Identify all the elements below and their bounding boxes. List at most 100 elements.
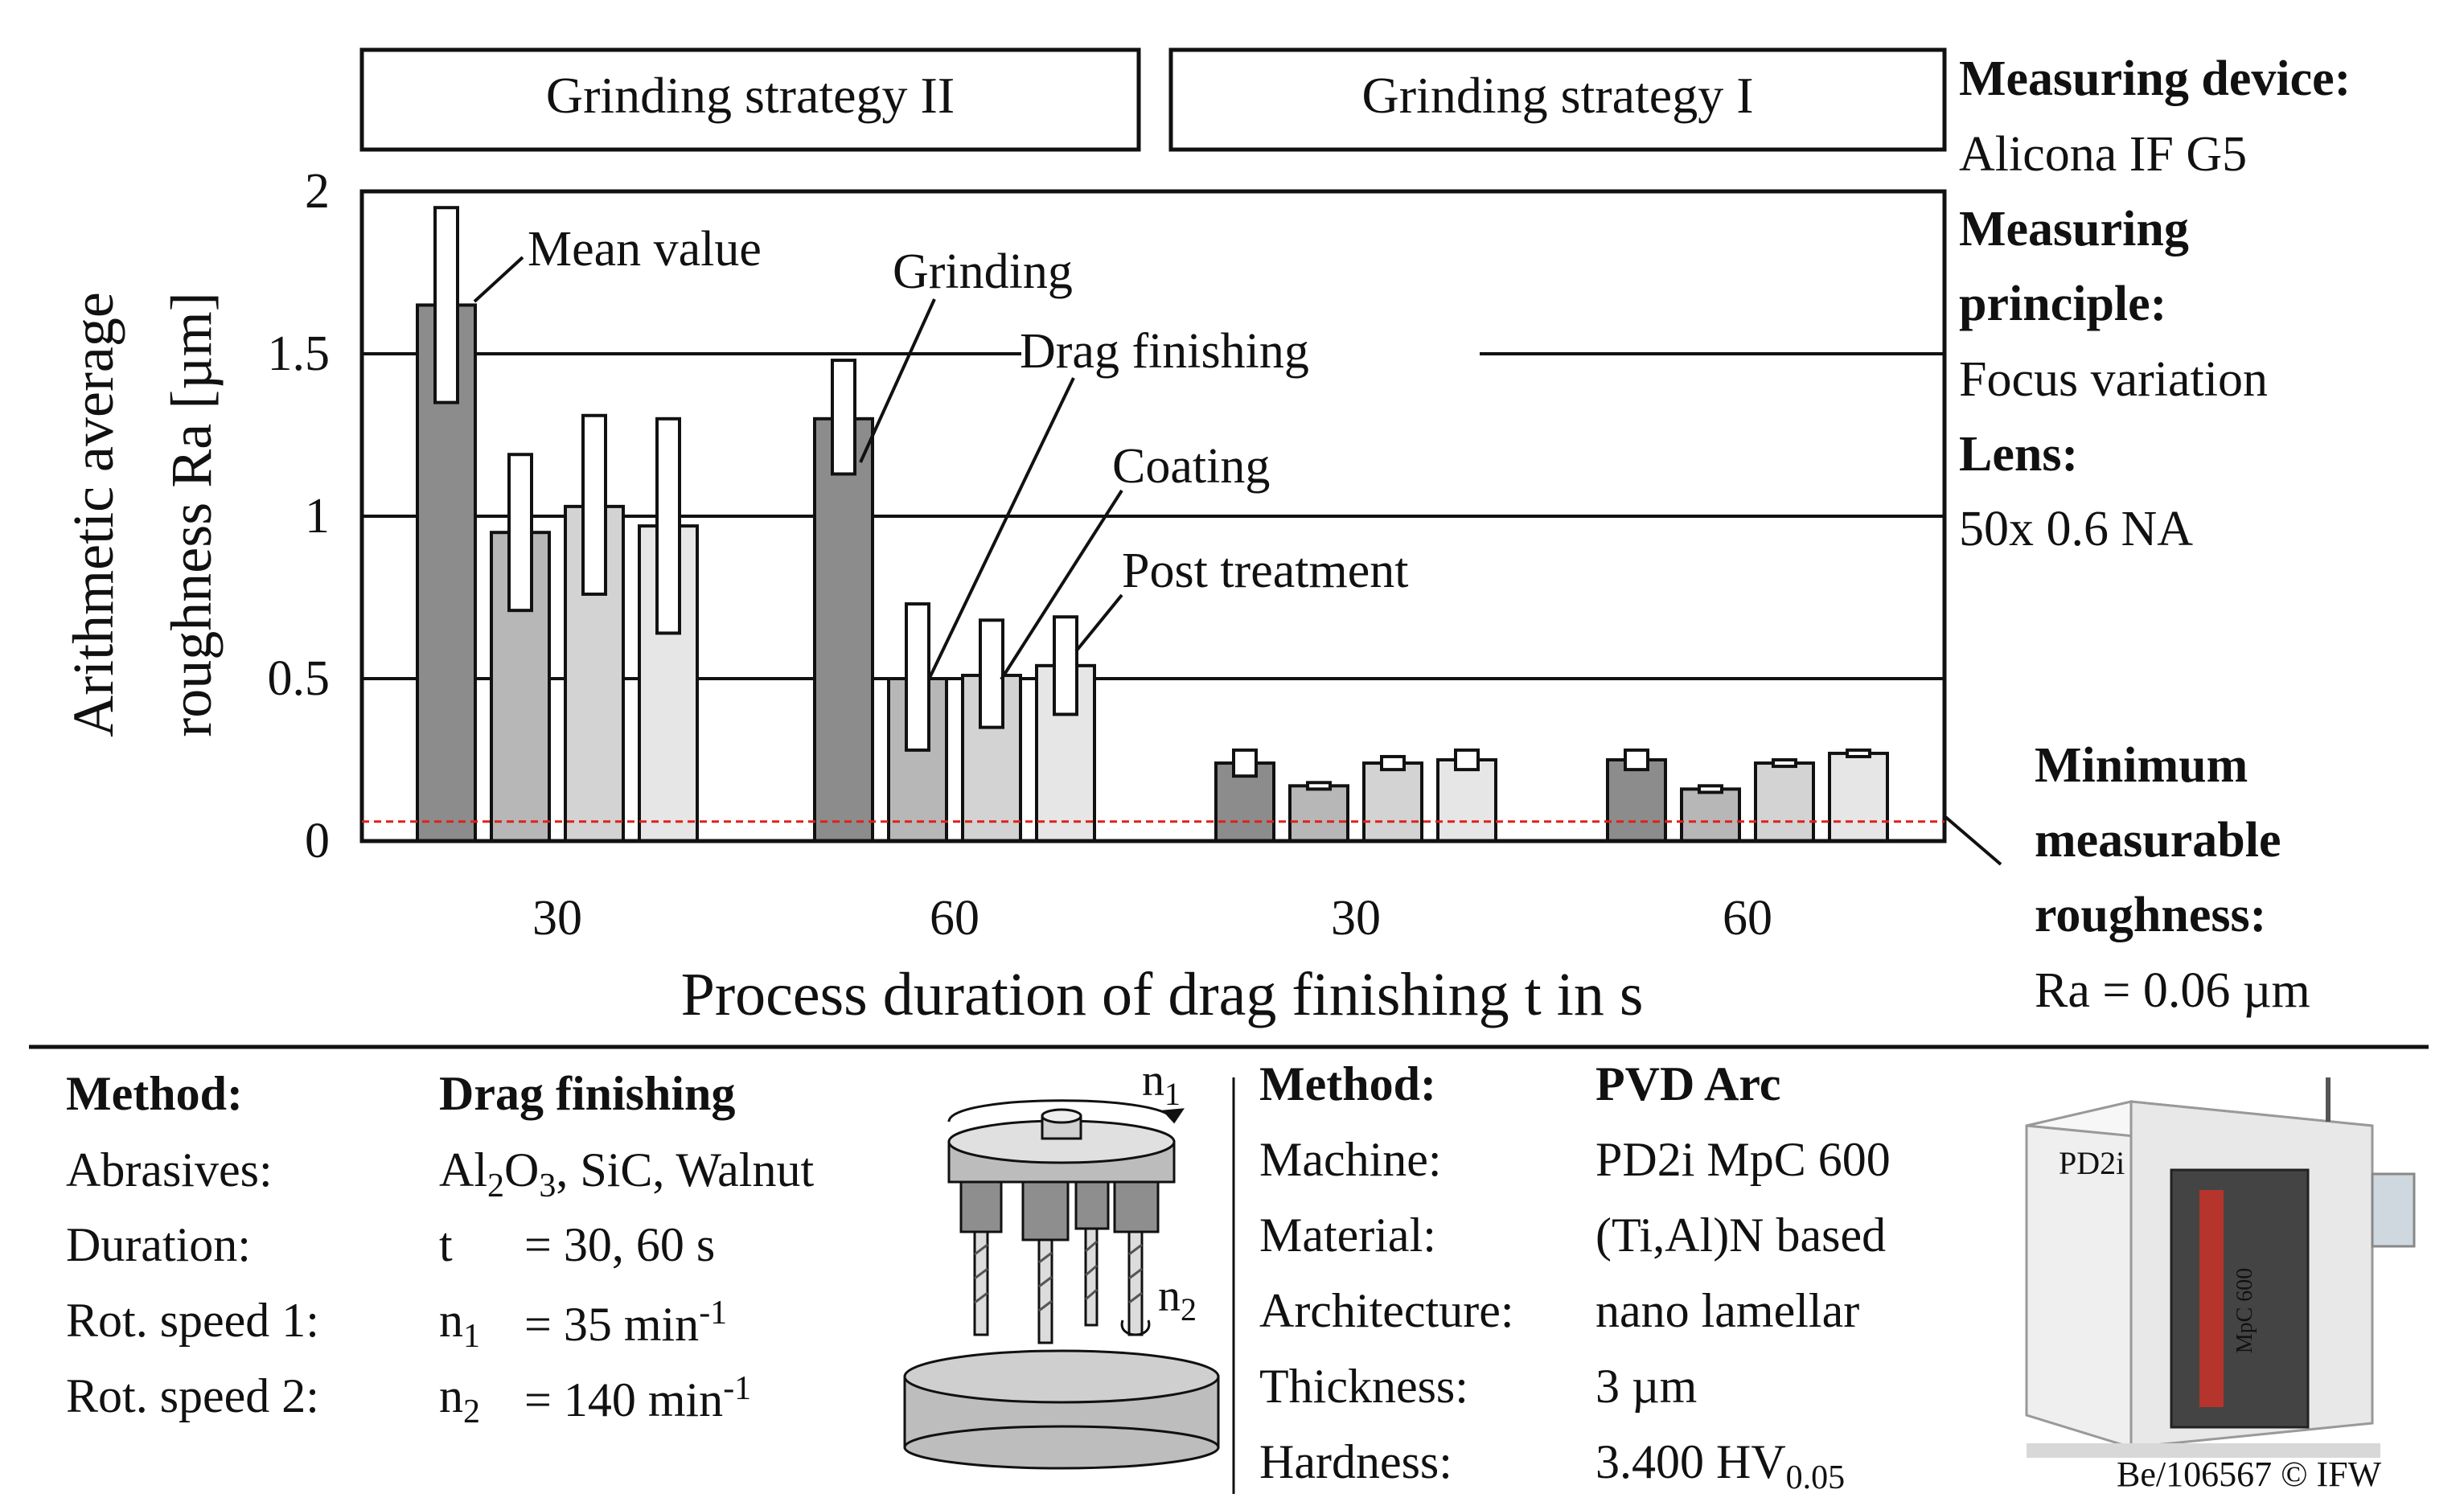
rotation-arrowhead-n1 [1161, 1108, 1185, 1124]
container-bottom [903, 1425, 1220, 1470]
leader-coating [1000, 489, 1123, 681]
abrasives-label: Abrasives: [66, 1143, 273, 1196]
x-tick-label: 60 [930, 891, 979, 946]
right-method-value: PVD Arc [1595, 1057, 1781, 1110]
duration-label: Duration: [66, 1218, 251, 1271]
range-box [1846, 748, 1871, 758]
tool-stripe [1085, 1288, 1098, 1301]
material-label: Material: [1259, 1209, 1436, 1262]
bars [416, 206, 1889, 843]
bar [1606, 758, 1667, 843]
rot2-var: n2 [439, 1369, 480, 1430]
material-value: (Ti,Al)N based [1595, 1209, 1887, 1262]
rotation-arrow-n1 [947, 1099, 1176, 1122]
x-axis-label: Process duration of drag finishing t in … [681, 961, 1644, 1028]
range-box [655, 417, 681, 635]
device-value: Alicona IF G5 [1959, 127, 2247, 182]
range-box [433, 206, 459, 404]
range-box [831, 359, 856, 476]
architecture-value: nano lamellar [1595, 1284, 1860, 1337]
tool-2 [1037, 1238, 1053, 1344]
annotation-drag-finishing: Drag finishing [1020, 324, 1309, 379]
tool-holder-2 [1021, 1180, 1070, 1241]
thickness-value: 3 µm [1595, 1360, 1698, 1413]
plot-frame [359, 189, 1947, 843]
y-tick-labels: 0 0.5 1 1.5 2 [268, 164, 331, 868]
left-method-value: Drag finishing [439, 1067, 736, 1120]
x-tick-label: 30 [532, 891, 582, 946]
copyright-label: Be/106567 © IFW [2117, 1455, 2382, 1494]
chamber-door [2170, 1168, 2310, 1429]
rot2-label: Rot. speed 2: [66, 1369, 319, 1422]
bar [1288, 784, 1349, 843]
leader-minimum [1943, 815, 2002, 866]
bar [813, 417, 874, 843]
x-tick-label: 30 [1331, 891, 1381, 946]
strategy-label-ii: Grinding strategy II [546, 67, 955, 124]
strategy-box-i [1168, 47, 1947, 152]
y-tick-label: 0.5 [268, 651, 331, 706]
range-box [1698, 784, 1723, 794]
tool-stripe [1038, 1275, 1053, 1288]
tool-stripe [1038, 1251, 1053, 1264]
range-box [1053, 615, 1078, 716]
machine-model-label: MpC 600 [2232, 1268, 2257, 1354]
tool-holder-1 [959, 1180, 1003, 1233]
leader-mean-value [473, 256, 524, 303]
device-label: Measuring device: [1959, 51, 2351, 106]
strategy-box-ii [359, 47, 1141, 152]
y-tick-label: 1 [305, 489, 330, 544]
tool-stripe [974, 1267, 988, 1280]
duration-value: = 30, 60 s [524, 1218, 716, 1271]
machine-base-shadow [2027, 1443, 2380, 1458]
leader-drag-finishing [927, 377, 1075, 680]
chamber-door-accent [2199, 1190, 2224, 1407]
rot1-value: = 35 min-1 [524, 1295, 728, 1351]
leader-grinding [859, 298, 936, 463]
y-tick-label: 2 [305, 164, 330, 219]
schematic-label-n1: n1 [1142, 1056, 1181, 1112]
control-panel [2371, 1172, 2416, 1248]
strategy-label-i: Grinding strategy I [1362, 67, 1754, 124]
rot2-value: = 140 min-1 [524, 1370, 752, 1426]
principle-label-2: principle: [1959, 277, 2166, 331]
architecture-label: Architecture: [1259, 1284, 1514, 1337]
tool-stripe [1085, 1240, 1098, 1253]
lens-label: Lens: [1959, 427, 2078, 482]
annotation-coating: Coating [1112, 439, 1270, 494]
tool-stripe [974, 1291, 988, 1304]
bar [1828, 751, 1889, 843]
y-tick-label: 0 [305, 814, 330, 868]
tool-stripes [974, 1240, 1143, 1312]
spindle-top [1041, 1108, 1082, 1124]
tool-holder-4 [1113, 1180, 1160, 1233]
tool-1 [973, 1230, 989, 1336]
min-label-1: Minimum [2035, 738, 2248, 793]
principle-value: Focus variation [1959, 352, 2268, 407]
machine-brand-label: PD2i [2059, 1145, 2125, 1181]
y-axis-label-line1: Arithmetic average [61, 292, 125, 737]
bar [1680, 787, 1741, 843]
bar [1754, 761, 1815, 843]
machine-label: Machine: [1259, 1133, 1442, 1186]
machine-value: PD2i MpC 600 [1595, 1133, 1891, 1186]
annotation-post-treatment: Post treatment [1122, 544, 1408, 598]
min-value: Ra = 0.06 µm [2035, 963, 2310, 1018]
range-box [1306, 781, 1332, 791]
bar [1436, 758, 1497, 843]
range-box [581, 413, 607, 596]
range-box [1380, 754, 1406, 772]
tool-stripe [974, 1243, 988, 1256]
tool-holder-3 [1074, 1180, 1110, 1230]
left-method-label: Method: [66, 1067, 243, 1120]
pvd-machine-illustration [2025, 1077, 2416, 1458]
drag-finishing-schematic [903, 1099, 1220, 1470]
range-box [1454, 748, 1480, 772]
tool-stripe [1128, 1267, 1143, 1280]
tool-stripe [1038, 1299, 1053, 1312]
y-tick-label: 1.5 [268, 326, 331, 381]
annotations [473, 256, 2002, 866]
right-method-label: Method: [1259, 1057, 1436, 1110]
